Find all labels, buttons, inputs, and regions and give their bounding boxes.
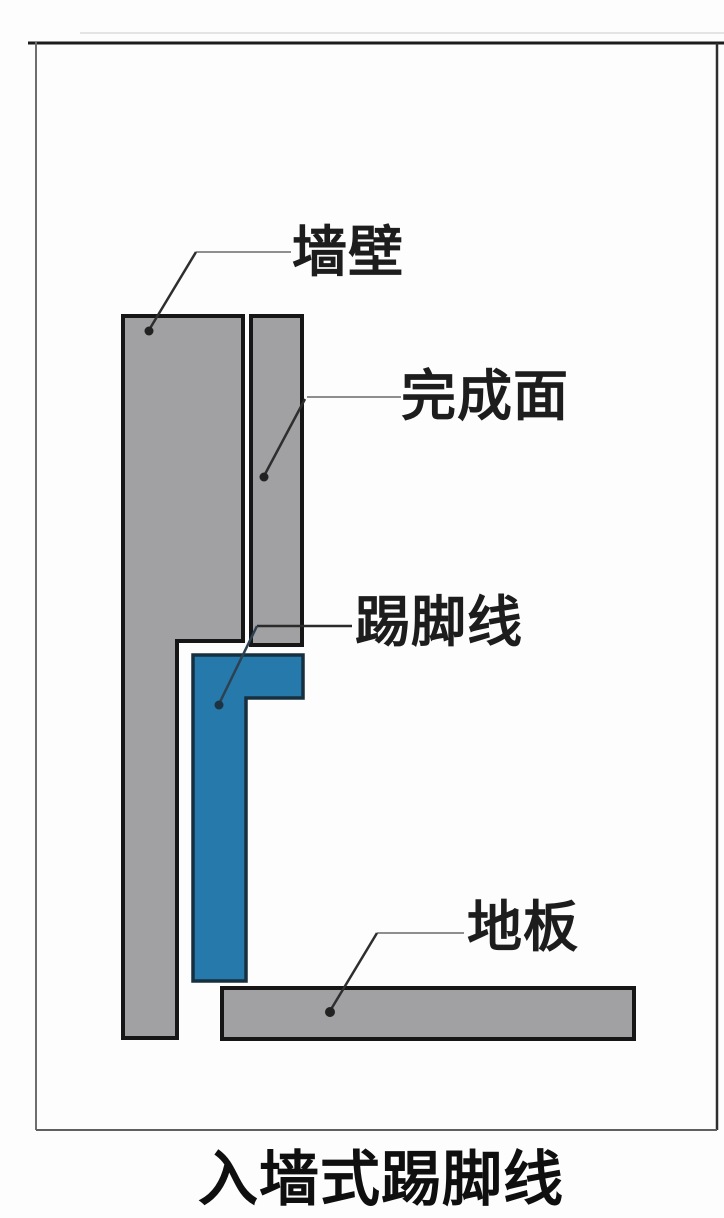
wall-leader-diagonal [147, 251, 198, 331]
skirting-label: 踢脚线 [355, 591, 524, 653]
finish-surface-leader-diagonal [262, 398, 307, 477]
finish-surface-leader-dot [259, 472, 269, 482]
floor-label: 地板 [467, 896, 580, 958]
wall-label: 墙壁 [292, 221, 405, 283]
finish-surface-label: 完成面 [401, 365, 570, 427]
skirting-leader-dot [214, 700, 224, 710]
finish-surface-shape [249, 314, 304, 647]
floor-leader-diagonal [328, 932, 379, 1012]
wall-shape [121, 314, 245, 1040]
floor-shape [220, 986, 636, 1041]
diagram-title: 入墙式踢脚线 [198, 1146, 564, 1213]
floor-leader-dot [325, 1007, 335, 1017]
wall-leader-dot [144, 326, 154, 336]
skirting-shape [191, 653, 305, 983]
skirting-leader-diagonal [217, 625, 259, 705]
